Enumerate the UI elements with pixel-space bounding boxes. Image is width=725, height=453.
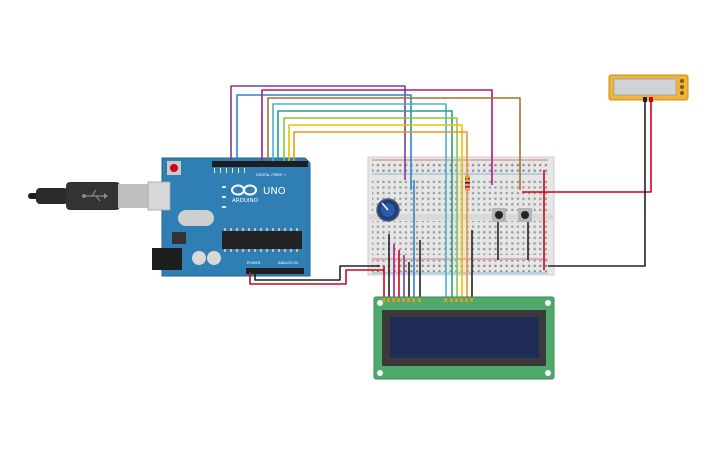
arduino-logo-text: ARDUINO: [232, 198, 259, 204]
arduino-infinity-icon: [231, 184, 257, 196]
center-channel: [368, 214, 554, 220]
battery-icon: [608, 74, 689, 102]
crystal: [178, 210, 214, 226]
analog-label: ANALOG IN: [278, 261, 298, 265]
usb-connector-metal: [118, 184, 148, 208]
arduino-model-text: UNO: [263, 186, 286, 197]
capacitor-1: [192, 251, 206, 265]
usb-cable: [28, 181, 167, 211]
wire-teal: [277, 110, 453, 190]
wires: [230, 85, 652, 298]
usb-plug-icon: [82, 189, 108, 202]
arduino-dc-jack: [152, 248, 182, 270]
usb-strain-relief: [36, 188, 68, 204]
wire-blue: [236, 94, 412, 190]
power-label: POWER: [247, 261, 261, 265]
wire-brown: [267, 97, 521, 190]
lcd-16x2-icon: [373, 296, 555, 380]
wire-cyan: [272, 103, 447, 185]
capacitor-2: [207, 251, 221, 265]
reset-button-cap: [170, 164, 178, 172]
pushbutton-icon: [492, 208, 506, 222]
regulator: [172, 232, 186, 244]
wire-yellow: [288, 124, 463, 190]
wire-5v: [249, 269, 384, 285]
wire-battery-positive: [522, 100, 652, 193]
pushbutton-icon: [518, 208, 532, 222]
bottom-power-rail: [372, 260, 548, 272]
digital-label: DIGITAL (PWM~): [256, 173, 286, 177]
wire-green: [283, 117, 458, 185]
wire-gnd: [254, 265, 380, 281]
digital-header: [212, 161, 308, 167]
wire-orange: [293, 131, 468, 180]
wire-magenta: [261, 89, 493, 185]
wire-purple: [230, 85, 406, 180]
top-power-rail: [372, 161, 548, 173]
atmega-chip: [222, 231, 302, 249]
arduino-usb-port: [147, 181, 171, 211]
power-analog-header: [246, 268, 304, 274]
potentiometer-icon: [376, 198, 400, 222]
wire-battery-negative: [548, 100, 646, 267]
lcd-screen: [390, 317, 539, 358]
arduino-uno-board: ARDUINO UNO DIGITAL (PWM~) POWER ANALOG …: [147, 157, 311, 277]
terminal-strip-bottom: [372, 221, 548, 255]
